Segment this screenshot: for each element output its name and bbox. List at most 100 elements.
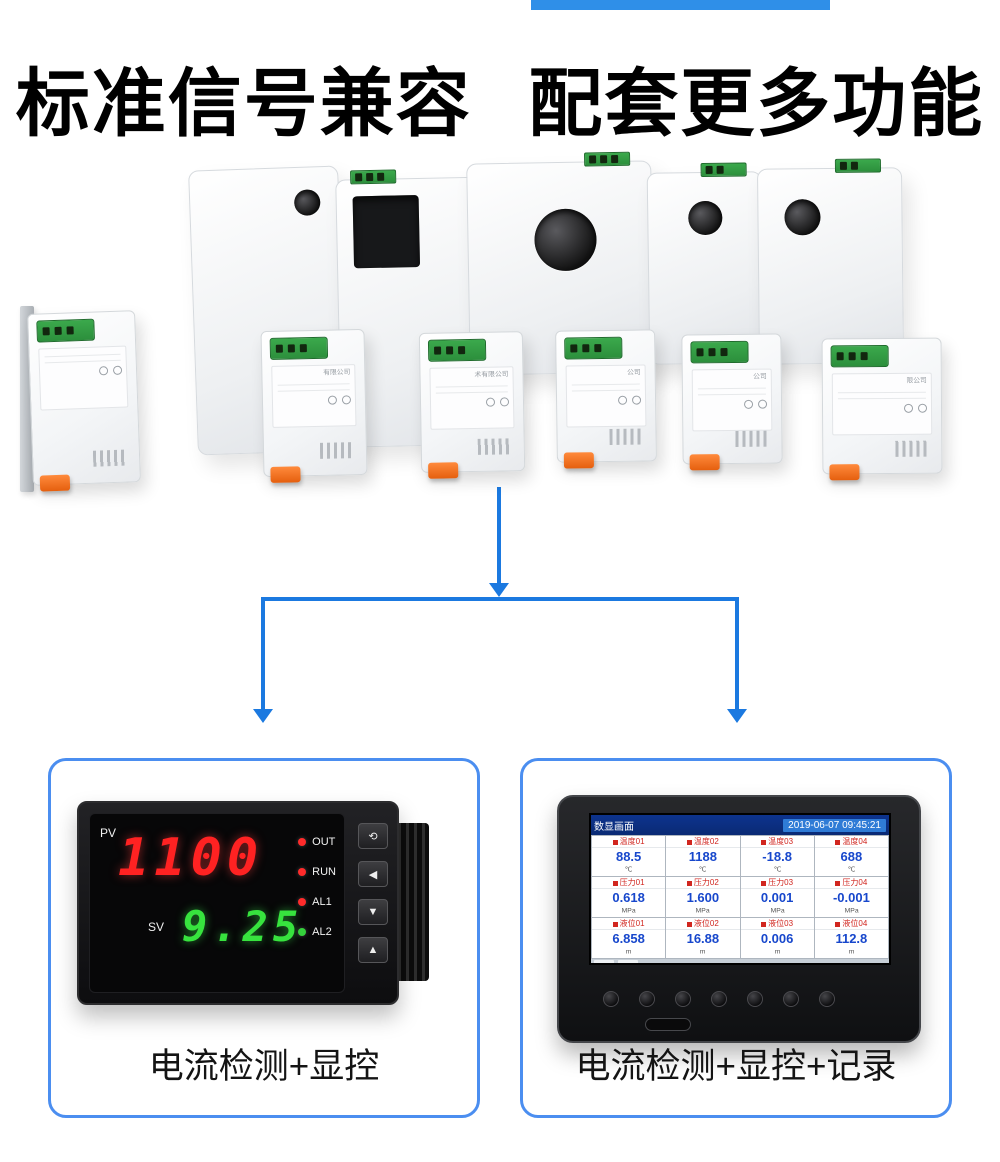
recorder-button <box>603 991 619 1007</box>
channel-icon <box>761 839 767 845</box>
channel-value: 112.8 <box>835 931 868 946</box>
channel-grid: 温度01 88.5 ℃ 温度02 1188 ℃ 温度03 -18.8 ℃ <box>591 835 889 959</box>
channel-cell: 液位03 0.006 m <box>740 918 814 958</box>
sv-label: SV <box>148 920 165 934</box>
vent-slots <box>609 428 644 445</box>
led-indicator: AL2 <box>298 926 336 938</box>
wiring-diagram <box>837 403 928 414</box>
sv-value: 9.25 <box>182 902 304 951</box>
din-module: 公司 <box>681 333 783 471</box>
screen-header: 数显画面 2019-06-07 09:45:21 <box>591 815 889 835</box>
square-aperture-icon <box>352 195 421 269</box>
led-label: AL2 <box>312 926 332 938</box>
footer-tab <box>594 960 614 963</box>
channel-unit: ℃ <box>624 865 633 874</box>
channel-cell: 液位04 112.8 m <box>814 918 888 958</box>
channel-unit: MPa <box>770 906 785 915</box>
channel-value: 1188 <box>688 849 717 864</box>
up-button: ▲ <box>358 937 388 963</box>
led-indicator: RUN <box>298 866 336 878</box>
terminal-block <box>350 169 397 185</box>
channel-icon <box>761 880 767 886</box>
channel-icon <box>612 839 618 845</box>
din-clip <box>689 454 720 471</box>
led-dot <box>298 928 307 936</box>
channel-icon <box>686 839 692 845</box>
channel-unit: m <box>700 947 706 956</box>
arrow-head-icon <box>253 709 273 723</box>
channel-cell: 液位02 16.88 m <box>666 918 740 958</box>
channel-cell: 温度01 88.5 ℃ <box>592 836 666 876</box>
paperless-recorder: 数显画面 2019-06-07 09:45:21 温度01 88.5 ℃ 温度0… <box>557 795 921 1043</box>
channel-value: 1.600 <box>686 890 720 905</box>
module-brand-text: 术有限公司 <box>474 370 509 379</box>
channel-cell: 温度04 688 ℃ <box>814 836 888 876</box>
din-module: 有限公司 <box>260 328 368 483</box>
channel-unit: MPa <box>844 906 859 915</box>
wiring-diagram <box>571 395 642 406</box>
flow-arrow-right <box>735 597 739 711</box>
pv-value: 1100 <box>118 828 264 888</box>
screen-footer <box>591 959 889 963</box>
recorder-button <box>639 991 655 1007</box>
channel-name: 温度02 <box>666 836 740 848</box>
screen-timestamp: 2019-06-07 09:45:21 <box>783 818 886 832</box>
terminal-block <box>269 336 329 360</box>
status-leds: OUT RUN AL1 AL2 <box>298 836 336 938</box>
terminal-block <box>564 336 623 360</box>
led-indicator: AL1 <box>298 896 336 908</box>
down-button: ▼ <box>358 899 388 925</box>
channel-icon <box>612 921 618 927</box>
channel-unit: MPa <box>695 906 710 915</box>
meter-bezel: PV 1100 SV 9.25 OUT RUN <box>77 801 399 1005</box>
round-aperture-icon <box>688 200 723 236</box>
module-label-card <box>38 345 129 411</box>
module-label-card: 公司 <box>691 368 773 432</box>
channel-icon <box>686 880 692 886</box>
title-part-1: 标准信号兼容 <box>15 62 472 145</box>
din-clip <box>563 452 595 469</box>
vent-slots <box>895 440 930 457</box>
vent-slots <box>92 449 128 467</box>
channel-cell: 温度02 1188 ℃ <box>666 836 740 876</box>
recorder-keypad <box>603 991 835 1007</box>
footer-tab <box>618 960 638 963</box>
pv-label: PV <box>100 826 117 840</box>
recorder-screen: 数显画面 2019-06-07 09:45:21 温度01 88.5 ℃ 温度0… <box>589 813 891 965</box>
din-clip <box>39 474 71 492</box>
module-label-card: 有限公司 <box>271 364 357 428</box>
channel-name: 压力03 <box>740 877 814 889</box>
led-indicator: OUT <box>298 836 336 848</box>
module-label-card: 限公司 <box>831 372 933 436</box>
terminal-block <box>834 158 882 173</box>
channel-value: 16.88 <box>686 931 720 946</box>
channel-cell: 温度03 -18.8 ℃ <box>740 836 814 876</box>
wiring-diagram <box>435 397 510 407</box>
module-brand-text: 公司 <box>627 368 641 377</box>
channel-value: 688 <box>840 849 863 864</box>
channel-unit: MPa <box>621 906 636 915</box>
terminal-block <box>36 318 96 343</box>
vent-slots <box>477 438 512 455</box>
mounting-hole-icon <box>293 189 321 217</box>
channel-value: 0.001 <box>760 890 794 905</box>
din-clip <box>270 466 301 483</box>
channel-value: -18.8 <box>762 849 792 864</box>
recorder-button <box>675 991 691 1007</box>
led-dot <box>298 838 307 846</box>
wiring-diagram <box>277 395 352 406</box>
channel-unit: m <box>848 947 855 956</box>
loop-button: ⟲ <box>358 823 388 849</box>
product-lineup: 有限公司 术有限公司 公司 <box>0 148 1000 493</box>
flow-arrow-main <box>497 487 501 585</box>
page-title: 标准信号兼容 配套更多功能 <box>0 44 1000 151</box>
title-part-2: 配套更多功能 <box>528 62 985 145</box>
channel-value: 88.5 <box>615 849 642 864</box>
channel-icon <box>835 880 841 886</box>
vent-slots <box>319 442 355 459</box>
channel-icon <box>612 880 618 886</box>
module-brand-text: 有限公司 <box>323 368 351 377</box>
channel-icon <box>835 839 841 845</box>
recorder-button <box>711 991 727 1007</box>
